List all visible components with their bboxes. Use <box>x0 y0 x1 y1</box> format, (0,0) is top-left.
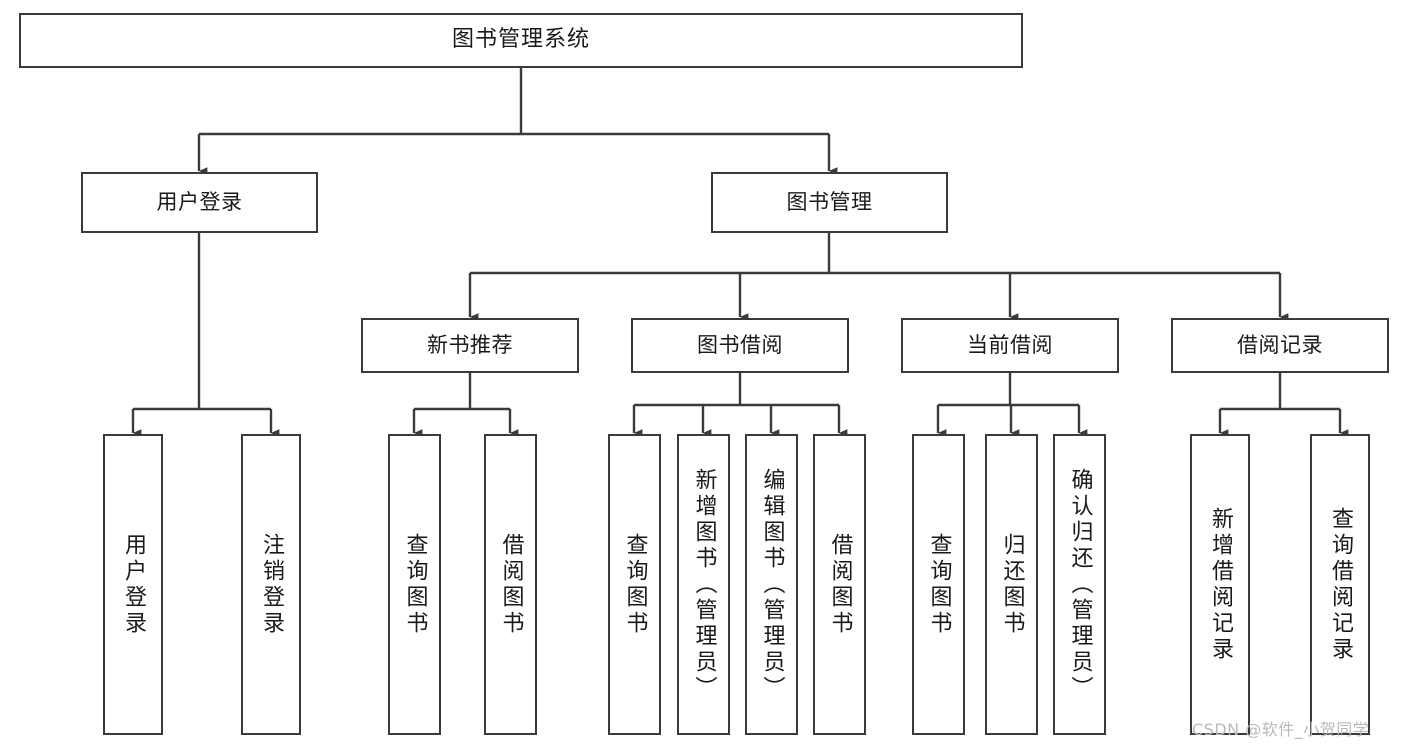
node-leaf-query-record[interactable]: 查询借阅记录 <box>1310 434 1370 735</box>
node-label: 用户登录 <box>156 189 243 214</box>
node-label: 借阅图书 <box>498 532 524 637</box>
node-label: 查询图书 <box>402 532 428 637</box>
node-current-borrow[interactable]: 当前借阅 <box>901 318 1119 373</box>
node-leaf-add-record[interactable]: 新增借阅记录 <box>1190 434 1250 735</box>
node-leaf-borrow-book-2[interactable]: 借阅图书 <box>813 434 866 735</box>
node-leaf-add-book[interactable]: 新增图书（管理员） <box>677 434 730 735</box>
node-book-manage[interactable]: 图书管理 <box>711 172 948 233</box>
node-label: 查询图书 <box>622 532 648 637</box>
node-leaf-query-book-2[interactable]: 查询图书 <box>608 434 661 735</box>
node-label: 图书借阅 <box>697 332 783 357</box>
node-label: 图书管理系统 <box>451 27 590 53</box>
node-label: 图书管理 <box>786 189 873 214</box>
node-label: 借阅图书 <box>827 532 853 637</box>
node-label: 确认归还（管理员） <box>1067 467 1093 702</box>
node-leaf-logout[interactable]: 注销登录 <box>241 434 301 735</box>
node-label: 用户登录 <box>121 532 146 637</box>
node-borrow-record[interactable]: 借阅记录 <box>1171 318 1389 373</box>
node-leaf-borrow-book-1[interactable]: 借阅图书 <box>484 434 537 735</box>
node-leaf-return-book[interactable]: 归还图书 <box>985 434 1038 735</box>
node-label: 注销登录 <box>259 532 284 637</box>
node-leaf-edit-book[interactable]: 编辑图书（管理员） <box>745 434 798 735</box>
node-label: 当前借阅 <box>967 332 1053 357</box>
node-leaf-query-book-1[interactable]: 查询图书 <box>388 434 441 735</box>
edge-group <box>131 68 1349 437</box>
node-label: 新书推荐 <box>427 332 513 357</box>
node-book-borrow[interactable]: 图书借阅 <box>631 318 849 373</box>
node-label: 编辑图书（管理员） <box>759 467 785 702</box>
node-label: 新增图书（管理员） <box>691 467 717 702</box>
node-user-login[interactable]: 用户登录 <box>81 172 318 233</box>
node-root-system[interactable]: 图书管理系统 <box>19 13 1023 68</box>
node-leaf-user-login[interactable]: 用户登录 <box>103 434 163 735</box>
node-label: 查询图书 <box>926 532 952 637</box>
node-label: 新增借阅记录 <box>1208 506 1233 663</box>
node-label: 借阅记录 <box>1237 332 1323 357</box>
node-label: 查询借阅记录 <box>1328 506 1353 663</box>
node-leaf-confirm-return[interactable]: 确认归还（管理员） <box>1053 434 1106 735</box>
node-label: 归还图书 <box>999 532 1025 637</box>
node-leaf-query-book-3[interactable]: 查询图书 <box>912 434 965 735</box>
node-new-book-recommend[interactable]: 新书推荐 <box>361 318 579 373</box>
csdn-watermark: CSDN @软件_小贺同学 <box>1192 720 1370 739</box>
